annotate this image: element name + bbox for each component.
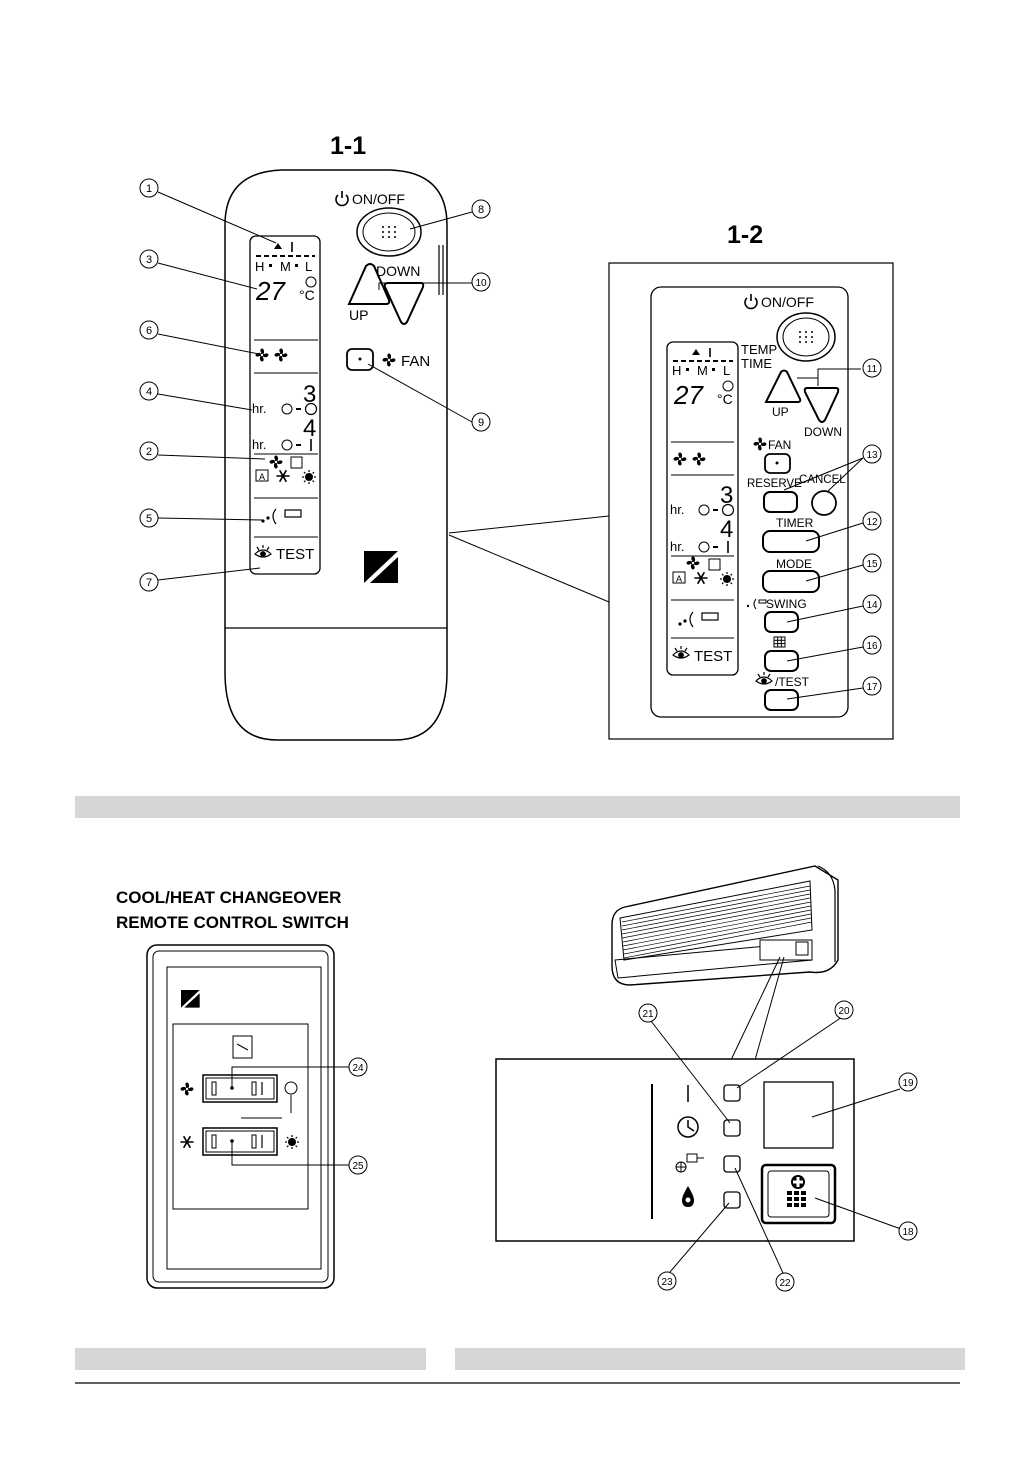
callout-number: 2 — [146, 446, 152, 458]
lcd-test-label: TEST — [276, 546, 314, 563]
callout-number: 6 — [146, 325, 152, 337]
up-label: UP — [349, 307, 368, 323]
callout-number: 8 — [478, 204, 484, 216]
fan-label: FAN — [768, 438, 791, 452]
lcd-unit: °C — [299, 287, 315, 303]
zoom-line — [449, 516, 609, 533]
indoor-unit-illustration — [612, 866, 838, 985]
callout-number: 14 — [866, 600, 878, 611]
reserve-label: RESERVE — [747, 478, 802, 490]
down-label: DOWN — [376, 263, 420, 279]
callout-number: 11 — [867, 364, 878, 375]
callout-number: 21 — [642, 1009, 654, 1020]
signal-receiver — [764, 1082, 833, 1148]
cool-heat-selector-switch[interactable] — [203, 1128, 277, 1155]
switch-heading-line2: REMOTE CONTROL SWITCH — [116, 913, 349, 932]
timer-lamp — [724, 1120, 740, 1136]
hr-label: hr. — [670, 502, 684, 517]
timer-off-digit: 4 — [720, 516, 733, 543]
hr-label: hr. — [252, 437, 266, 452]
up-label: UP — [772, 405, 789, 419]
speed-high-label: H — [672, 363, 681, 378]
callout-number: 23 — [661, 1277, 673, 1288]
filter-reset-button[interactable] — [765, 651, 798, 671]
callout-number: 24 — [352, 1063, 364, 1074]
fan-cool-selector-switch[interactable] — [203, 1075, 277, 1102]
callout-number: 16 — [866, 641, 878, 652]
changeover-switch-figure: COOL/HEAT CHANGEOVER REMOTE CONTROL SWIT… — [116, 888, 367, 1288]
on-off-button[interactable] — [777, 313, 835, 361]
callout-number: 17 — [866, 682, 878, 693]
inspection-test-button[interactable] — [765, 690, 798, 710]
figure-1-2-title: 1-2 — [727, 221, 763, 249]
callout-number: 12 — [866, 517, 878, 528]
figure-1-2: 1-2 H M L 27 °C 3 hr. 4 hr. A — [609, 221, 893, 739]
svg-text:A: A — [676, 574, 682, 584]
callout-number: 10 — [475, 278, 487, 289]
callout-number: 13 — [866, 450, 878, 461]
swing-label: SWING — [766, 597, 807, 611]
callout-number: 5 — [146, 513, 152, 525]
callout-number: 19 — [902, 1078, 914, 1089]
time-label: TIME — [741, 356, 772, 371]
down-label: DOWN — [804, 425, 842, 439]
callout-number: 7 — [146, 577, 152, 589]
swing-button[interactable] — [765, 612, 798, 632]
indoor-unit-figure: 21 20 19 18 23 22 — [496, 866, 917, 1291]
timer-button[interactable] — [763, 531, 819, 552]
callout-number: 18 — [902, 1227, 914, 1238]
lcd-test-label: TEST — [694, 648, 732, 665]
callout-number: 9 — [478, 417, 484, 429]
callout-number: 25 — [352, 1161, 364, 1172]
speed-mid-label: M — [280, 259, 291, 274]
callout-number: 22 — [779, 1278, 791, 1289]
timer-off-digit: 4 — [303, 415, 316, 442]
mode-label: MODE — [776, 557, 812, 571]
test-label: /TEST — [775, 675, 810, 689]
callout-number: 1 — [146, 183, 152, 195]
timer-label: TIMER — [776, 516, 814, 530]
speed-low-label: L — [723, 363, 730, 378]
switch-outer-frame — [147, 945, 334, 1288]
mode-button[interactable] — [763, 571, 819, 592]
hr-label: hr. — [670, 539, 684, 554]
temp-label: TEMP — [741, 342, 777, 357]
section-bar — [455, 1348, 965, 1370]
lcd-temperature: 27 — [673, 380, 704, 410]
filter-sign-lamp — [724, 1156, 740, 1172]
callout-number: 4 — [146, 386, 152, 398]
callout-number: 15 — [866, 559, 878, 570]
switch-heading-line1: COOL/HEAT CHANGEOVER — [116, 888, 341, 907]
zoom-line — [449, 535, 609, 602]
section-bar — [75, 796, 960, 818]
figure-1-1: 1-1 H M L 27 °C 3 hr. 4 hr. — [140, 132, 490, 740]
svg-text:A: A — [259, 472, 265, 482]
callout-number: 20 — [838, 1006, 850, 1017]
reserve-button[interactable] — [764, 492, 797, 512]
cancel-button[interactable] — [812, 491, 836, 515]
on-off-label: ON/OFF — [761, 294, 814, 310]
lcd-unit: °C — [717, 391, 733, 407]
fan-label: FAN — [401, 353, 430, 370]
section-bar — [75, 1348, 426, 1370]
on-off-label: ON/OFF — [352, 191, 405, 207]
hr-label: hr. — [252, 401, 266, 416]
thermometer-icon — [285, 1082, 297, 1094]
grid-icon — [787, 1191, 806, 1207]
lcd-temperature: 27 — [255, 276, 286, 306]
figure-1-1-title: 1-1 — [330, 132, 366, 160]
speed-mid-label: M — [697, 363, 708, 378]
speed-high-label: H — [255, 259, 264, 274]
callout-number: 3 — [146, 254, 152, 266]
speed-low-label: L — [305, 259, 312, 274]
on-off-button[interactable] — [357, 208, 421, 256]
